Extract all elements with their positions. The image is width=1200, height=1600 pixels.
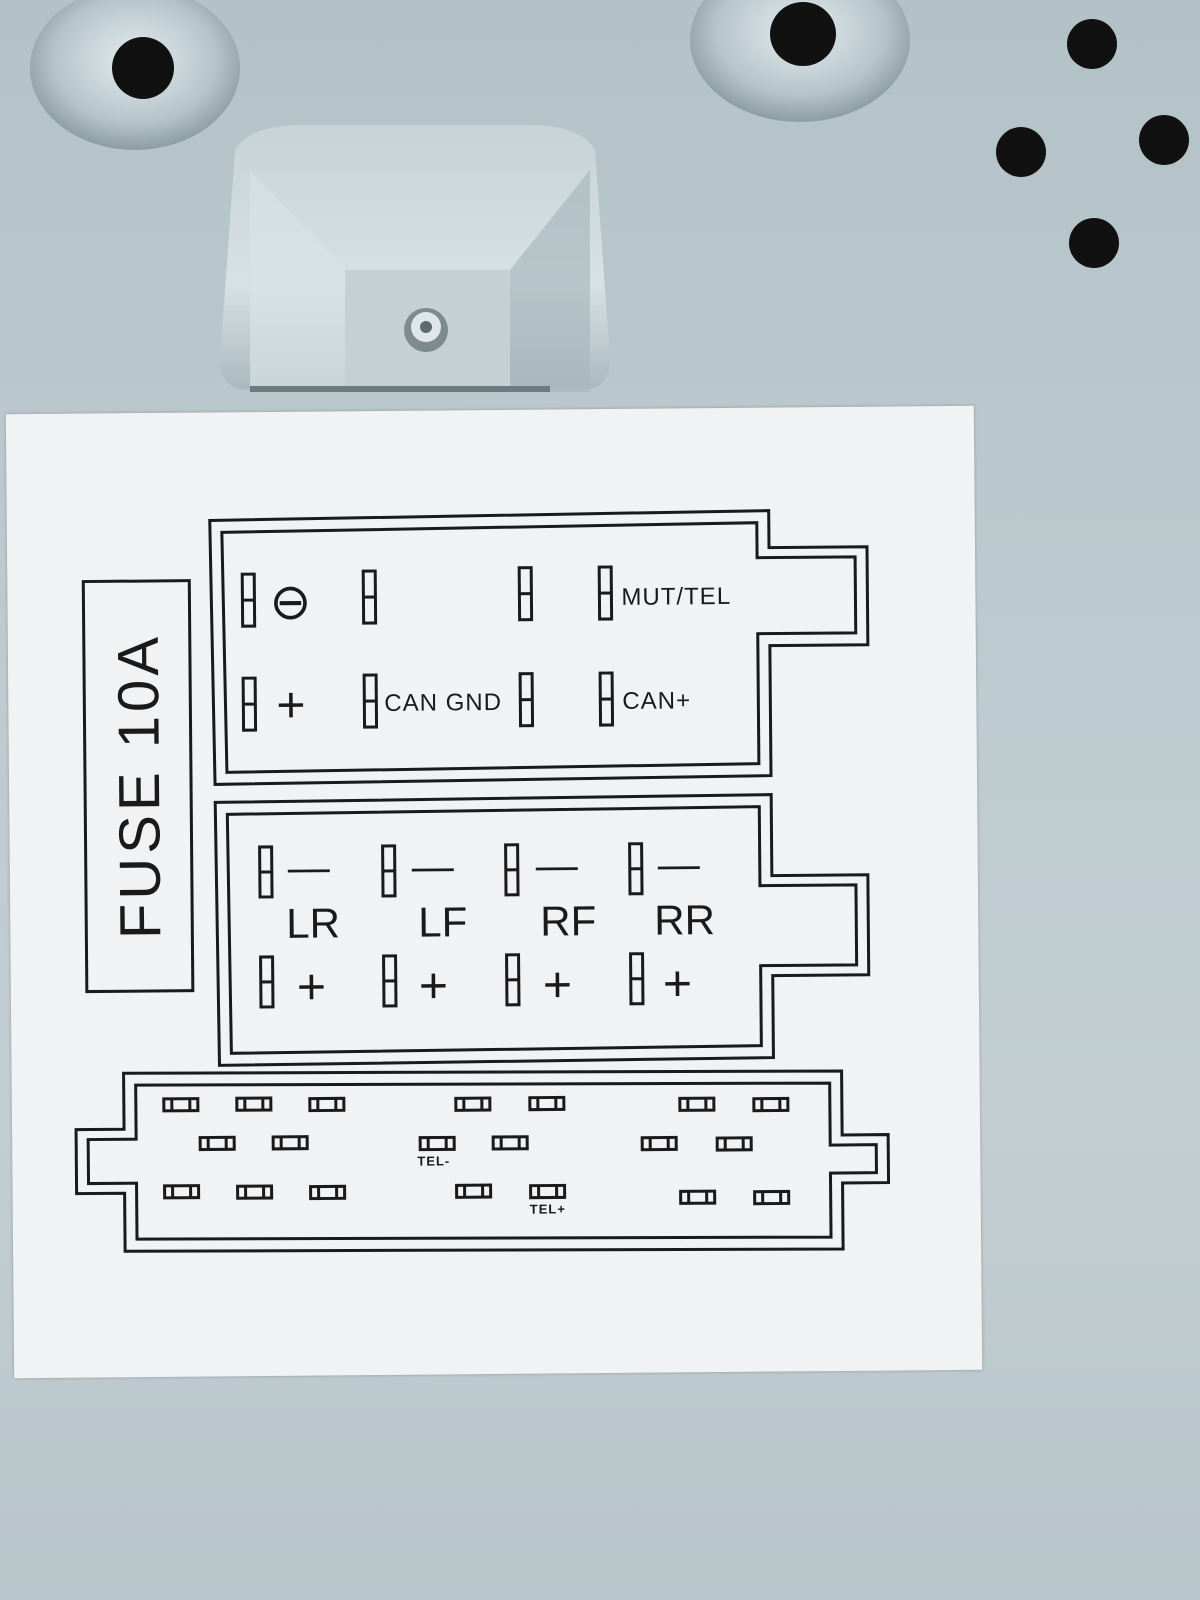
wiring-diagram: FUSE 10A ⊖ + CAN GND MUT/TEL CAN+ — LR +… — [74, 509, 891, 1253]
channel-lr-plus: + — [297, 958, 327, 1014]
can-gnd-label: CAN GND — [384, 689, 502, 717]
pin-upper-2 — [361, 569, 378, 625]
channel-rf-plus: + — [543, 956, 573, 1012]
pin-lf-plus — [382, 954, 398, 1008]
mounting-boss-right — [690, 0, 910, 122]
screw-icon — [404, 308, 448, 352]
channel-lf-name: LF — [418, 898, 467, 945]
channel-lf-minus: — — [412, 842, 454, 889]
pin-can-plus — [598, 671, 615, 727]
power-connector-outline — [208, 509, 870, 786]
pin-mut-tel — [597, 565, 614, 621]
channel-lf-plus: + — [419, 957, 449, 1013]
pin-rr-minus — [628, 842, 644, 896]
fuse-label-frame — [81, 579, 195, 994]
wiring-label-sticker: FUSE 10A ⊖ + CAN GND MUT/TEL CAN+ — LR +… — [5, 405, 983, 1379]
power-plus-symbol: + — [276, 677, 306, 733]
channel-rr-plus: + — [663, 955, 693, 1011]
vent-holes — [996, 19, 1189, 268]
pin-power-plus — [241, 676, 258, 732]
tel-minus-label: TEL- — [417, 1153, 450, 1168]
pin-rf-minus — [504, 843, 520, 897]
pin-lf-minus — [381, 844, 397, 898]
aux-pins — [162, 1095, 791, 1206]
pin-can-gnd — [362, 673, 379, 729]
aux-connector-outline — [74, 1069, 891, 1253]
speaker-connector-outline — [213, 793, 871, 1067]
channel-rf-name: RF — [540, 897, 596, 944]
ground-symbol: ⊖ — [269, 574, 311, 630]
channel-rf-minus: — — [536, 841, 578, 888]
channel-lr-name: LR — [286, 899, 340, 946]
pin-lr-minus — [258, 845, 274, 899]
mounting-bracket — [220, 125, 610, 392]
mut-tel-label: MUT/TEL — [621, 583, 731, 611]
mounting-boss-left — [30, 0, 240, 150]
pin-lower-3 — [518, 672, 535, 728]
fuse-label: FUSE 10A — [106, 633, 174, 940]
tel-plus-label: TEL+ — [530, 1201, 566, 1216]
pin-rf-plus — [505, 953, 521, 1007]
pin-upper-3 — [517, 566, 534, 622]
pin-lr-plus — [259, 955, 275, 1009]
pin-rr-plus — [629, 952, 645, 1006]
channel-lr-minus: — — [288, 843, 330, 890]
channel-rr-minus: — — [658, 840, 700, 887]
pin-ground — [240, 572, 257, 628]
can-plus-label: CAN+ — [622, 687, 691, 715]
channel-rr-name: RR — [654, 896, 715, 944]
